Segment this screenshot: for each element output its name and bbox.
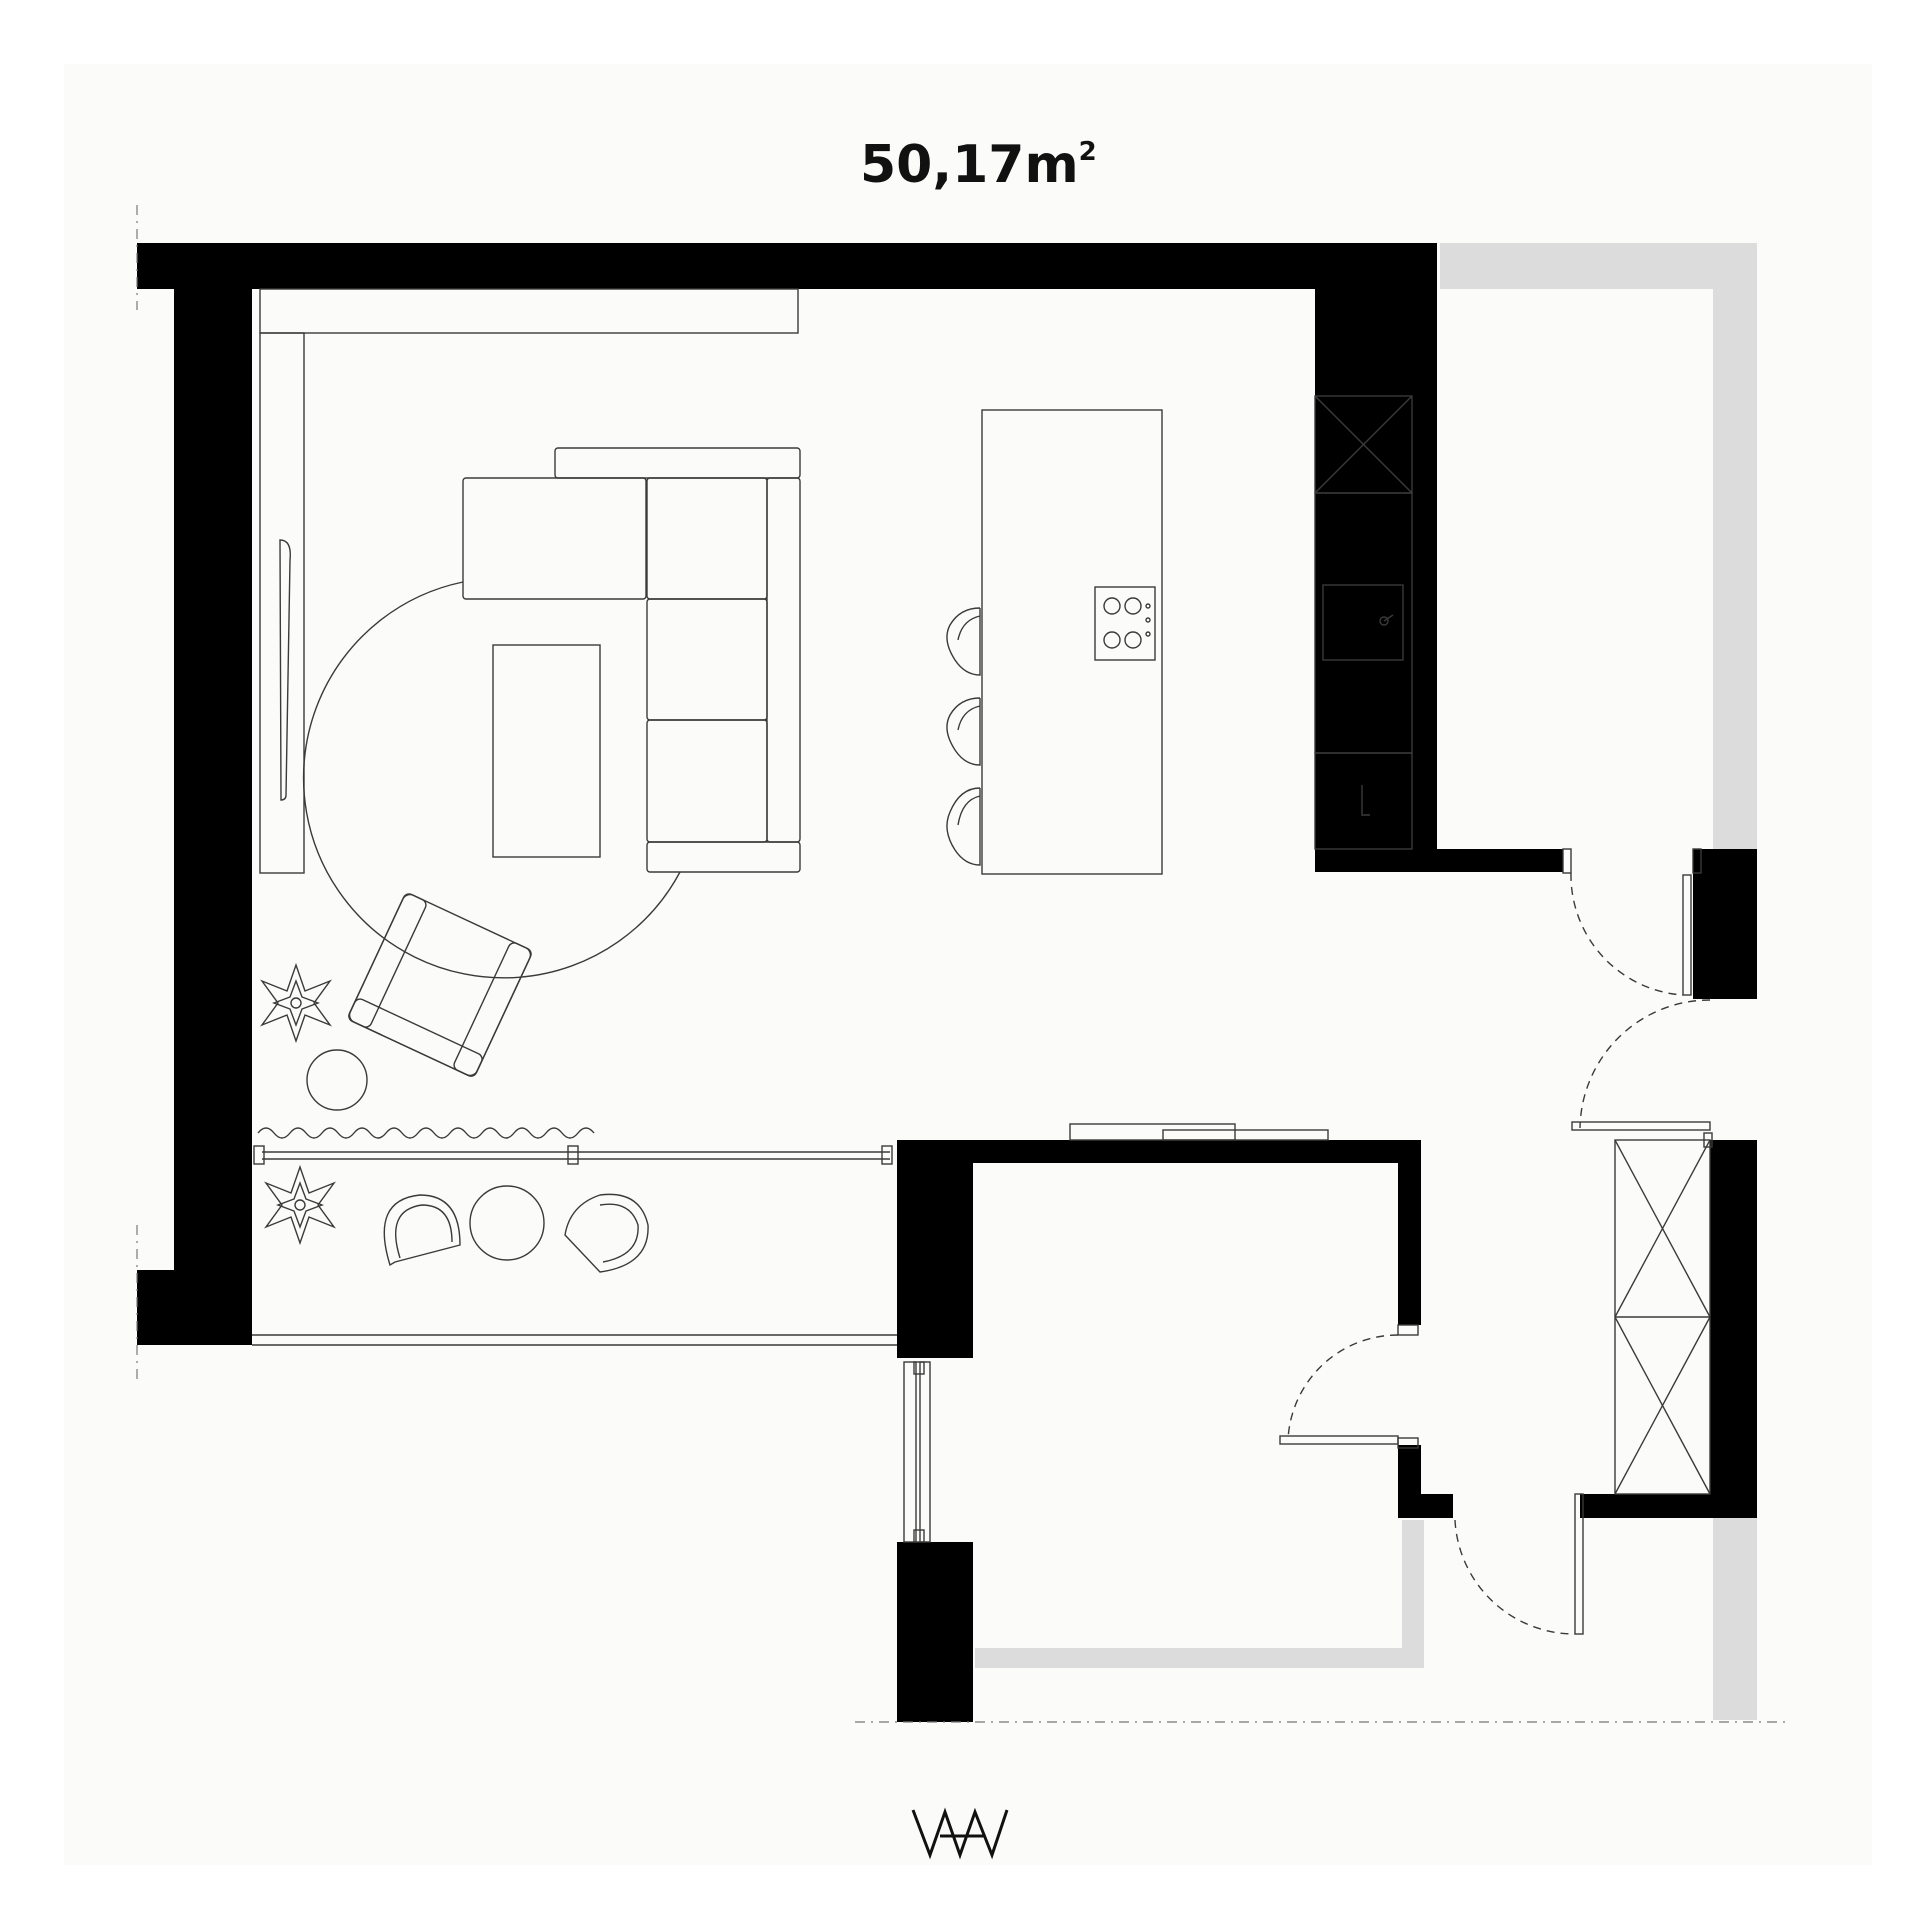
plant-icon	[264, 1164, 336, 1246]
bedroom-window	[903, 1361, 931, 1543]
kitchen-counter	[1314, 395, 1413, 850]
balcony-furniture	[383, 1185, 649, 1273]
coffee-table	[492, 644, 601, 858]
area-label: 50,17m2	[860, 135, 1097, 195]
section-lines	[136, 205, 1790, 1723]
side-table	[306, 1049, 368, 1111]
bathroom-door	[1454, 1493, 1584, 1635]
armchair	[348, 893, 532, 1077]
round-rug	[302, 581, 681, 979]
plant-icon	[260, 962, 332, 1044]
balcony-door	[252, 1145, 897, 1346]
bar-stools	[946, 607, 981, 866]
curtain	[257, 1127, 595, 1139]
kitchen-island	[981, 409, 1163, 875]
walls	[137, 243, 1757, 1722]
wardrobe	[1614, 1139, 1711, 1495]
sectional-sofa	[462, 447, 801, 873]
bedroom-door	[1279, 1324, 1419, 1449]
wall-shelves	[1069, 1123, 1329, 1141]
tv-console	[259, 288, 799, 874]
studio-logo-icon	[911, 1807, 1009, 1860]
